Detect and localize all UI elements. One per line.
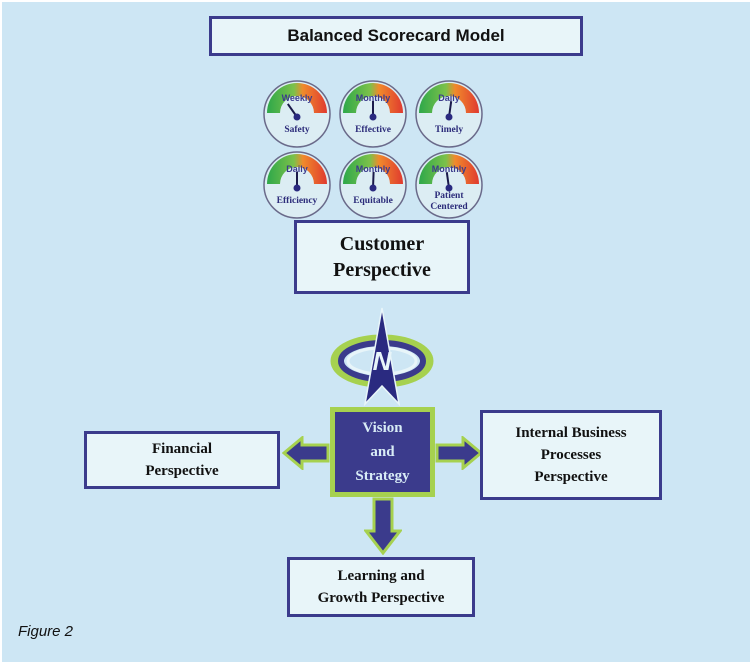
vision-line-3: Strategy	[355, 468, 410, 484]
gauge-period-label: Weekly	[282, 93, 313, 103]
gauge-period-label: Monthly	[432, 164, 467, 174]
arrow-right-icon	[435, 436, 483, 470]
gauge-label: Effective	[355, 125, 391, 135]
customer-line-1: Customer	[339, 233, 425, 255]
internal-line-2: Processes	[540, 447, 602, 463]
learning-line-1: Learning and	[337, 568, 425, 584]
customer-line-2: Perspective	[333, 259, 431, 281]
gauge-period-label: Daily	[438, 93, 460, 103]
learning-line-2: Growth Perspective	[317, 590, 445, 606]
gauge-period-label: Monthly	[356, 164, 391, 174]
internal-business-box: Internal Business Processes Perspective	[480, 410, 662, 500]
gauge-dial-icon: Daily	[415, 80, 483, 148]
gauge-label: Timely	[434, 125, 464, 135]
gauge-label: Equitable	[353, 196, 393, 206]
internal-line-3: Perspective	[534, 469, 608, 485]
financial-line-1: Financial	[151, 441, 212, 457]
learning-growth-box: Learning and Growth Perspective	[287, 557, 475, 617]
gauge-dial-icon: Daily	[263, 151, 331, 219]
gauge-dial-icon: Monthly	[339, 80, 407, 148]
financial-perspective-box: Financial Perspective	[84, 431, 280, 489]
compass-letter: N	[373, 346, 393, 376]
diagram-title: Balanced Scorecard Model	[209, 16, 583, 56]
gauge-dial-icon: Monthly	[339, 151, 407, 219]
arrow-down-icon	[364, 497, 402, 555]
gauge-label: Efficiency	[276, 196, 318, 206]
gauge-period-label: Monthly	[356, 93, 391, 103]
gauge-period-label: Daily	[286, 164, 308, 174]
vision-line-1: Vision	[362, 420, 403, 436]
vision-line-2: and	[370, 444, 395, 460]
gauge-dial-icon: Monthly	[415, 151, 483, 219]
gauge-label: Safety	[284, 125, 310, 135]
gauge-dial-icon: Weekly	[263, 80, 331, 148]
figure-caption: Figure 2	[18, 623, 74, 640]
financial-line-2: Perspective	[145, 463, 219, 479]
arrow-left-icon	[282, 436, 330, 470]
internal-line-1: Internal Business	[515, 425, 627, 441]
vision-strategy-box: Vision and Strategy	[330, 407, 435, 497]
compass-icon: N	[330, 307, 434, 406]
customer-perspective-box: Customer Perspective	[294, 220, 470, 294]
